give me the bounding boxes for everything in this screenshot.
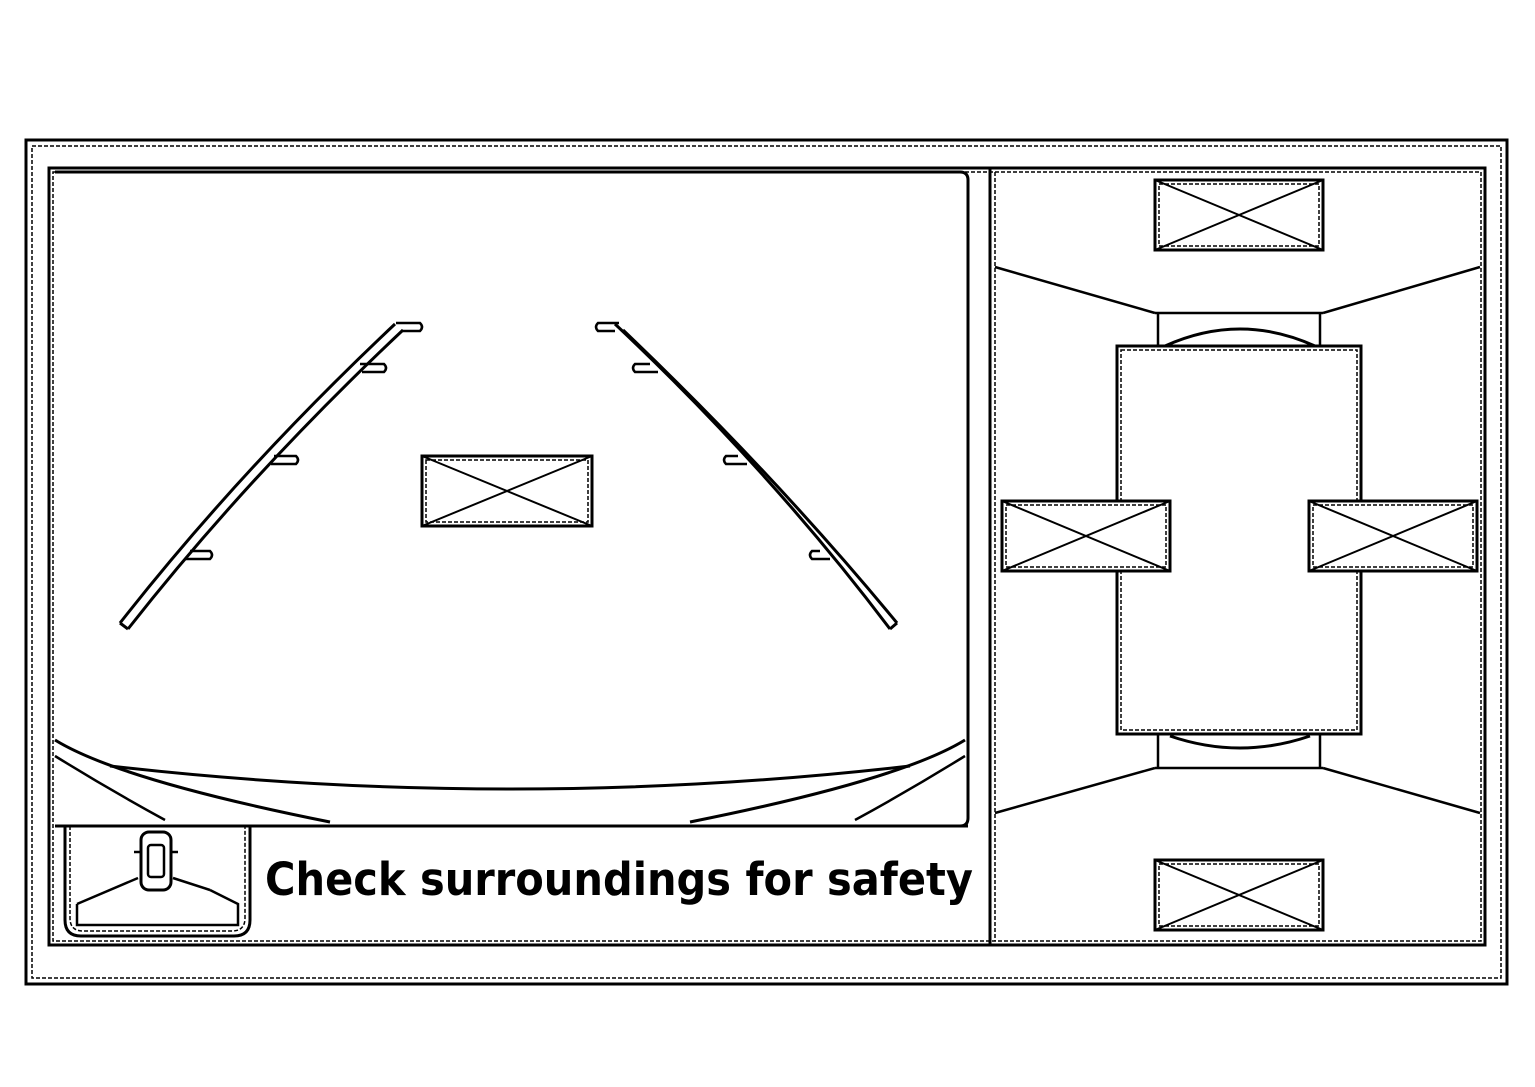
- safety-message: Check surroundings for safety: [265, 853, 973, 906]
- guide-line-left: [118, 321, 424, 631]
- front-boundary-lines: [994, 265, 1481, 346]
- rear-view-panel: [54, 170, 970, 828]
- left-object-icon: [1000, 499, 1172, 573]
- display-bezel: [24, 138, 1509, 986]
- object-placeholder-icon: [420, 454, 594, 528]
- status-bar: Check surroundings for safety: [63, 826, 973, 938]
- around-view-panel: [994, 178, 1481, 932]
- right-object-icon: [1307, 499, 1479, 573]
- front-object-icon: [1153, 178, 1325, 252]
- rear-bumper-graphic: [54, 738, 966, 824]
- vehicle-view-icon: [63, 826, 252, 938]
- rear-boundary-lines: [994, 734, 1481, 815]
- guide-line-right: [594, 321, 899, 631]
- rear-object-icon: [1153, 858, 1325, 932]
- screen-frame: [47, 166, 1487, 947]
